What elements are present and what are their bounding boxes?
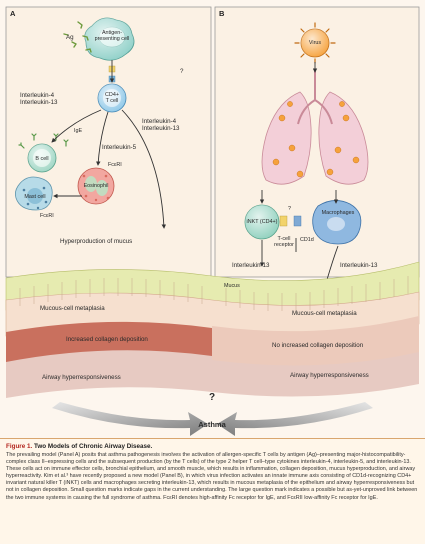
panel-a-label: A	[10, 9, 16, 18]
eosinophil	[77, 167, 115, 205]
collagen-label-a: Increased collagen deposition	[66, 336, 148, 343]
macrophages-label: Macrophages	[321, 210, 355, 216]
cd4-t-cell	[97, 65, 127, 113]
mucus-label: Mucus	[224, 283, 240, 289]
hyperresponsiveness-label-b: Airway hyperresponsiveness	[290, 372, 369, 379]
antigen-presenting-cell	[84, 17, 135, 61]
virus-label: Virus	[308, 40, 322, 46]
t-cell-label-line1: CD4+	[105, 92, 119, 98]
b-cell-label: B cell	[35, 156, 49, 162]
interleukin-left-line2: Interleukin-13	[20, 99, 58, 106]
panel-b-label: B	[219, 9, 225, 18]
panel-a-arrows	[51, 60, 167, 229]
figure-caption: Figure 1. Two Models of Chronic Airway D…	[0, 438, 425, 544]
tcr-cd1d-link	[279, 215, 302, 227]
b-cell	[27, 143, 57, 173]
interleukin-13-left-label: Interleukin-13	[232, 262, 270, 269]
question-mark-small: ?	[288, 206, 291, 212]
inkt-cell	[244, 204, 280, 240]
interleukin-left-line1: Interleukin-4	[20, 92, 55, 99]
antigen-molecules	[63, 21, 92, 53]
collagen-label-b: No increased collagen deposition	[272, 342, 364, 349]
mast-cell-label: Mast cell	[24, 194, 46, 200]
virus-particle	[294, 22, 336, 64]
mast-cell	[14, 176, 53, 211]
metaplasia-label-b: Mucous-cell metaplasia	[292, 310, 357, 317]
antigen-label: Ag	[66, 34, 74, 41]
big-arrow-right	[217, 402, 373, 436]
mucus-hyperproduction-label: Hyperproduction of mucus	[60, 238, 133, 245]
inkt-label: iNKT (CD4+)	[246, 219, 278, 225]
apc-label-line1: Antigen-	[101, 30, 123, 36]
cd1d-label: CD1d	[300, 237, 314, 243]
apc-label-line2: presenting cell	[94, 36, 130, 42]
airway-tissue	[5, 261, 420, 398]
eosinophil-label: Eosinophil	[83, 183, 109, 189]
interleukin-right-line2: Interleukin-13	[142, 125, 180, 132]
fceri-right-label: FcεRI	[108, 162, 122, 168]
caption-title: Figure 1. Two Models of Chronic Airway D…	[6, 443, 419, 451]
ige-label: IgE	[74, 128, 83, 134]
lungs	[261, 70, 369, 185]
caption-figure-number: Figure 1.	[6, 443, 33, 450]
interleukin-13-right-label: Interleukin-13	[340, 262, 378, 269]
hyperresponsiveness-label-a: Airway hyperresponsiveness	[42, 374, 121, 381]
diagram-canvas	[5, 6, 420, 436]
caption-title-text: Two Models of Chronic Airway Disease.	[34, 443, 153, 450]
big-question-mark: ?	[208, 392, 216, 403]
tcr-label-line2: receptor	[274, 242, 294, 248]
caption-body: The prevailing model (Panel A) posits th…	[6, 452, 418, 501]
big-arrow-left	[52, 402, 208, 436]
fceri-bottom-label: FcεRI	[40, 213, 54, 219]
metaplasia-label-a: Mucous-cell metaplasia	[40, 305, 105, 312]
question-mark-middle: ?	[180, 68, 184, 75]
asthma-label: Asthma	[198, 420, 226, 429]
tcr-label-line1: T-cell	[277, 236, 291, 242]
interleukin-right-line1: Interleukin-4	[142, 118, 177, 125]
interleukin-5-label: Interleukin-5	[102, 144, 137, 151]
t-cell-label-line2: T cell	[105, 98, 119, 104]
macrophage-cell	[312, 200, 362, 245]
